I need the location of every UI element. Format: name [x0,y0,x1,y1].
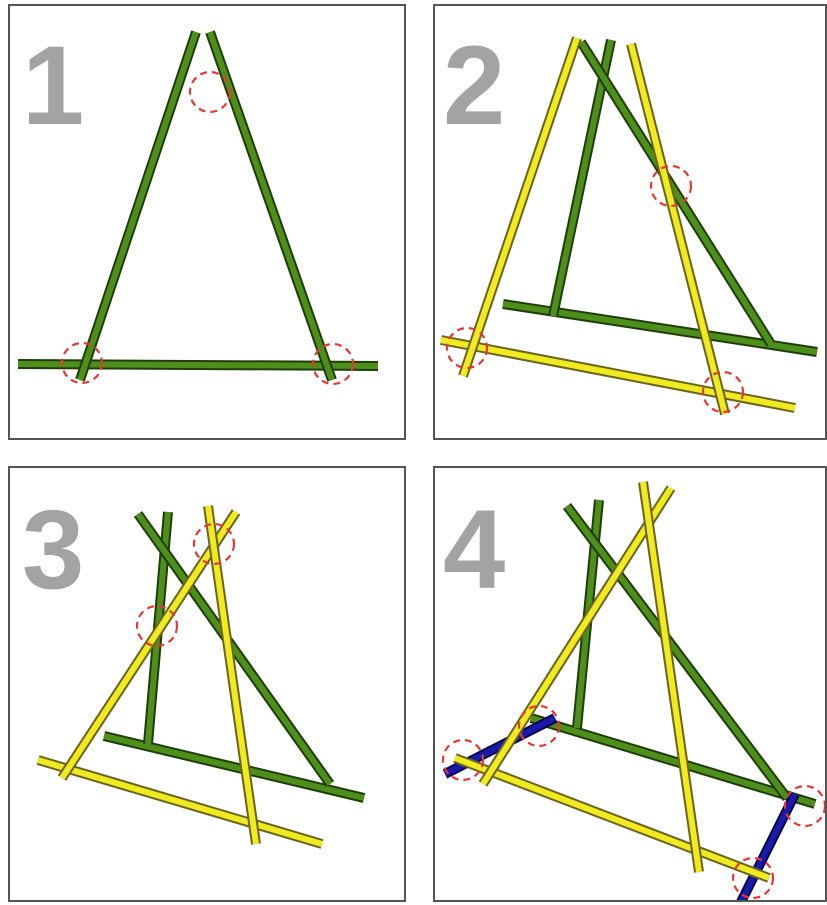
panel-step-3: 3 [8,466,406,902]
sticks [440,36,818,416]
yellow-stick [203,505,261,845]
joint-marker-circle [731,856,775,900]
yellow-stick [458,36,582,378]
markers [60,70,355,386]
joint-marker-circle [517,704,561,748]
yellow-stick [453,753,771,883]
blue-stick [736,791,800,900]
green-stick [102,731,366,803]
joint-marker-circle [701,370,745,414]
joint-marker-circle [135,604,179,648]
step-number: 2 [443,23,505,148]
panel-1-drawing: 1 [17,23,379,386]
panel-4-drawing: 4 [441,481,825,900]
panel-step-2: 2 [433,4,827,440]
joint-marker-circle [649,164,693,208]
joint-marker-circle [188,70,232,114]
joint-marker-circle [783,784,825,828]
green-stick [75,30,201,382]
panel-step-4: 4 [433,466,827,902]
sticks [442,481,817,900]
joint-marker-circle [60,341,104,385]
step-number: 4 [443,487,505,612]
green-stick [563,502,791,802]
green-stick [529,713,817,809]
markers [135,522,236,648]
yellow-stick [638,481,704,873]
yellow-stick [440,335,796,413]
green-stick [17,359,379,371]
markers [441,704,825,900]
joint-marker-circle [192,522,236,566]
markers [445,164,745,414]
green-stick [548,38,616,318]
green-stick [133,511,335,787]
panel-step-1: 1 [8,4,406,440]
step-number: 1 [22,23,84,148]
green-stick [205,30,337,382]
joint-marker-circle [445,326,489,370]
yellow-stick [36,755,324,849]
joint-marker-circle [441,738,485,782]
green-stick [576,39,776,347]
joint-marker-circle [311,342,355,386]
yellow-stick [626,42,730,416]
step-number: 3 [22,487,84,612]
yellow-stick [478,485,676,787]
sticks [36,505,366,849]
panel-2-drawing: 2 [440,23,818,416]
panel-3-drawing: 3 [22,487,366,849]
